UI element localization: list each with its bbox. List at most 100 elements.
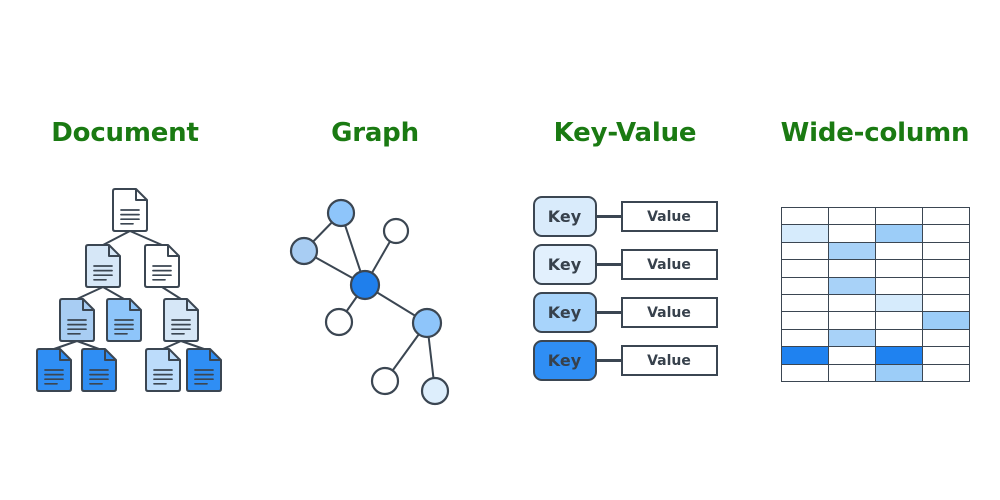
table-cell[interactable] — [780, 276, 829, 295]
table-cell[interactable] — [874, 276, 923, 295]
graph-node[interactable] — [370, 366, 400, 396]
document-icon[interactable] — [106, 298, 142, 342]
table-cell[interactable] — [874, 206, 923, 226]
table-cell[interactable] — [827, 224, 876, 243]
key-value-row: Key Value — [532, 244, 718, 285]
table-row — [780, 328, 970, 348]
graph-node[interactable] — [420, 376, 450, 406]
key-value-connector — [596, 263, 621, 266]
panel-title-document: Document — [51, 118, 199, 148]
value-box[interactable]: Value — [620, 345, 718, 376]
table-cell[interactable] — [827, 346, 876, 365]
table-row — [780, 293, 970, 313]
table-cell[interactable] — [874, 224, 923, 243]
table-cell[interactable] — [921, 206, 970, 226]
wide-column-table — [780, 206, 970, 382]
value-box[interactable]: Value — [620, 201, 718, 232]
table-cell[interactable] — [780, 206, 829, 226]
column-grid-figure — [750, 206, 1000, 382]
key-box[interactable]: Key — [532, 196, 597, 237]
table-row — [780, 346, 970, 365]
table-cell[interactable] — [921, 241, 970, 261]
graph-node[interactable] — [326, 198, 356, 228]
table-cell[interactable] — [874, 328, 923, 348]
table-cell[interactable] — [827, 259, 876, 278]
document-tree-svg — [36, 188, 222, 392]
table-cell[interactable] — [780, 293, 829, 313]
table-cell[interactable] — [780, 311, 829, 330]
graph-edges — [303, 212, 436, 392]
panel-title-graph: Graph — [331, 118, 419, 148]
table-cell[interactable] — [827, 276, 876, 295]
key-value-connector — [596, 359, 621, 362]
graph-node[interactable] — [349, 269, 381, 301]
document-icon[interactable] — [36, 348, 72, 392]
value-box[interactable]: Value — [620, 249, 718, 280]
table-cell[interactable] — [921, 328, 970, 348]
node-graph-figure — [250, 180, 500, 415]
table-cell[interactable] — [780, 241, 829, 261]
table-cell[interactable] — [874, 259, 923, 278]
key-box[interactable]: Key — [532, 244, 597, 285]
table-cell[interactable] — [827, 206, 876, 226]
graph-node[interactable] — [411, 307, 443, 339]
document-tree-figure — [0, 180, 250, 405]
key-value-connector — [596, 215, 621, 218]
table-cell[interactable] — [921, 346, 970, 365]
table-cell[interactable] — [921, 311, 970, 330]
table-cell[interactable] — [827, 328, 876, 348]
table-cell[interactable] — [780, 259, 829, 278]
table-cell[interactable] — [874, 311, 923, 330]
panel-document: Document — [0, 0, 250, 500]
table-row — [780, 276, 970, 295]
panel-title-key-value: Key-Value — [553, 118, 697, 148]
graph-node[interactable] — [289, 236, 319, 266]
document-icon[interactable] — [163, 298, 199, 342]
table-cell[interactable] — [827, 363, 876, 382]
table-cell[interactable] — [827, 293, 876, 313]
table-row — [780, 363, 970, 382]
table-cell[interactable] — [921, 363, 970, 382]
table-row — [780, 311, 970, 330]
graph-node[interactable] — [382, 217, 410, 245]
table-cell[interactable] — [874, 363, 923, 382]
table-row — [780, 224, 970, 243]
document-icon[interactable] — [85, 244, 121, 288]
table-cell[interactable] — [780, 363, 829, 382]
key-value-row: Key Value — [532, 292, 718, 333]
document-icon[interactable] — [59, 298, 95, 342]
table-cell[interactable] — [780, 346, 829, 365]
table-cell[interactable] — [921, 293, 970, 313]
key-value-row: Key Value — [532, 196, 718, 237]
key-box[interactable]: Key — [532, 292, 597, 333]
table-cell[interactable] — [874, 293, 923, 313]
key-value-row: Key Value — [532, 340, 718, 381]
panel-title-wide-column: Wide-column — [780, 118, 970, 148]
graph-node[interactable] — [324, 307, 354, 337]
table-cell[interactable] — [780, 328, 829, 348]
document-icon[interactable] — [144, 244, 180, 288]
value-box[interactable]: Value — [620, 297, 718, 328]
node-graph-svg — [289, 198, 450, 406]
panel-wide-column: Wide-column — [750, 0, 1000, 500]
table-cell[interactable] — [780, 224, 829, 243]
document-icon[interactable] — [145, 348, 181, 392]
table-cell[interactable] — [921, 276, 970, 295]
table-cell[interactable] — [827, 311, 876, 330]
table-cell[interactable] — [921, 259, 970, 278]
table-cell[interactable] — [827, 241, 876, 261]
key-box[interactable]: Key — [532, 340, 597, 381]
document-edges — [53, 230, 205, 350]
panel-graph: Graph — [250, 0, 500, 500]
table-cell[interactable] — [874, 346, 923, 365]
document-icon[interactable] — [81, 348, 117, 392]
document-icon[interactable] — [112, 188, 148, 232]
table-row — [780, 259, 970, 278]
table-cell[interactable] — [874, 241, 923, 261]
document-icon[interactable] — [186, 348, 222, 392]
table-cell[interactable] — [921, 224, 970, 243]
key-value-connector — [596, 311, 621, 314]
